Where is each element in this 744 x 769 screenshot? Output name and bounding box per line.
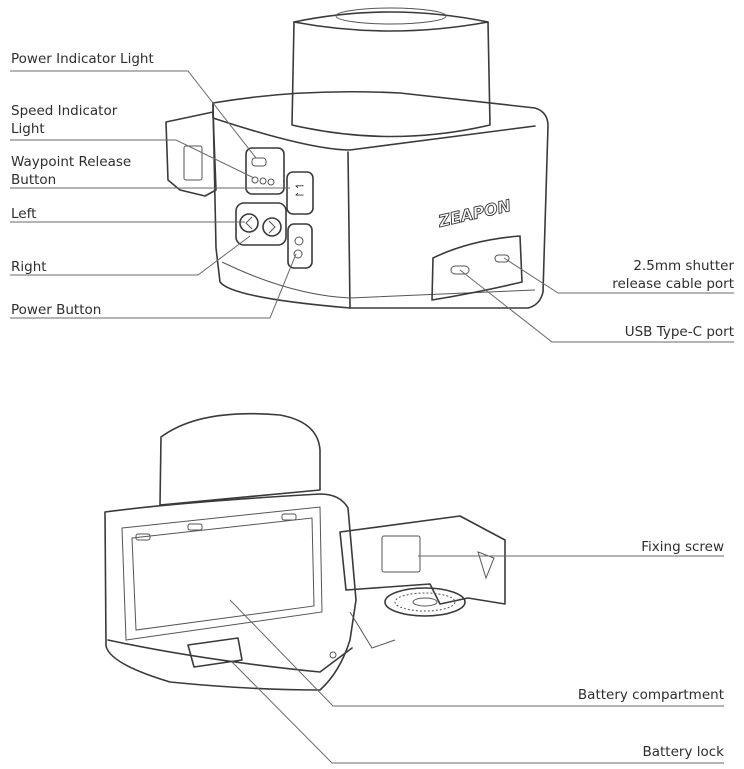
label-shutter-port-line1: 2.5mm shutter bbox=[633, 258, 734, 274]
label-fixing-screw: Fixing screw bbox=[641, 539, 724, 555]
label-power-button: Power Button bbox=[11, 302, 102, 318]
power-button[interactable] bbox=[294, 236, 304, 246]
label-battery-compartment: Battery compartment bbox=[577, 687, 724, 703]
label-battery-lock: Battery lock bbox=[642, 744, 724, 760]
brand-logo: ZEAPON bbox=[436, 196, 514, 231]
right-button[interactable] bbox=[262, 217, 282, 237]
speed-button-glyph: ⇂⇃ bbox=[292, 181, 306, 200]
label-shutter-port-line2: release cable port bbox=[612, 276, 734, 292]
label-power-indicator-light: Power Indicator Light bbox=[11, 51, 154, 67]
battery-lock[interactable] bbox=[187, 637, 243, 668]
usb-type-c-port bbox=[450, 265, 470, 275]
left-button[interactable] bbox=[239, 213, 259, 233]
bottom-device-view bbox=[104, 412, 506, 691]
label-waypoint-release-line2: Button bbox=[11, 172, 57, 188]
fixing-screw bbox=[477, 551, 495, 580]
label-right: Right bbox=[11, 259, 47, 275]
leader-lines bbox=[10, 70, 734, 764]
label-speed-indicator-light-line1: Speed Indicator bbox=[11, 103, 118, 119]
shutter-release-port bbox=[494, 254, 510, 263]
waypoint-release-button[interactable] bbox=[286, 171, 314, 215]
power-indicator-light bbox=[251, 157, 267, 167]
label-waypoint-release-line1: Waypoint Release bbox=[11, 154, 132, 170]
top-device-view bbox=[165, 7, 549, 309]
label-usb-type-c-port: USB Type-C port bbox=[624, 324, 734, 340]
label-left: Left bbox=[11, 206, 37, 222]
control-panel bbox=[235, 147, 314, 269]
label-speed-indicator-light-line2: Light bbox=[11, 121, 45, 137]
